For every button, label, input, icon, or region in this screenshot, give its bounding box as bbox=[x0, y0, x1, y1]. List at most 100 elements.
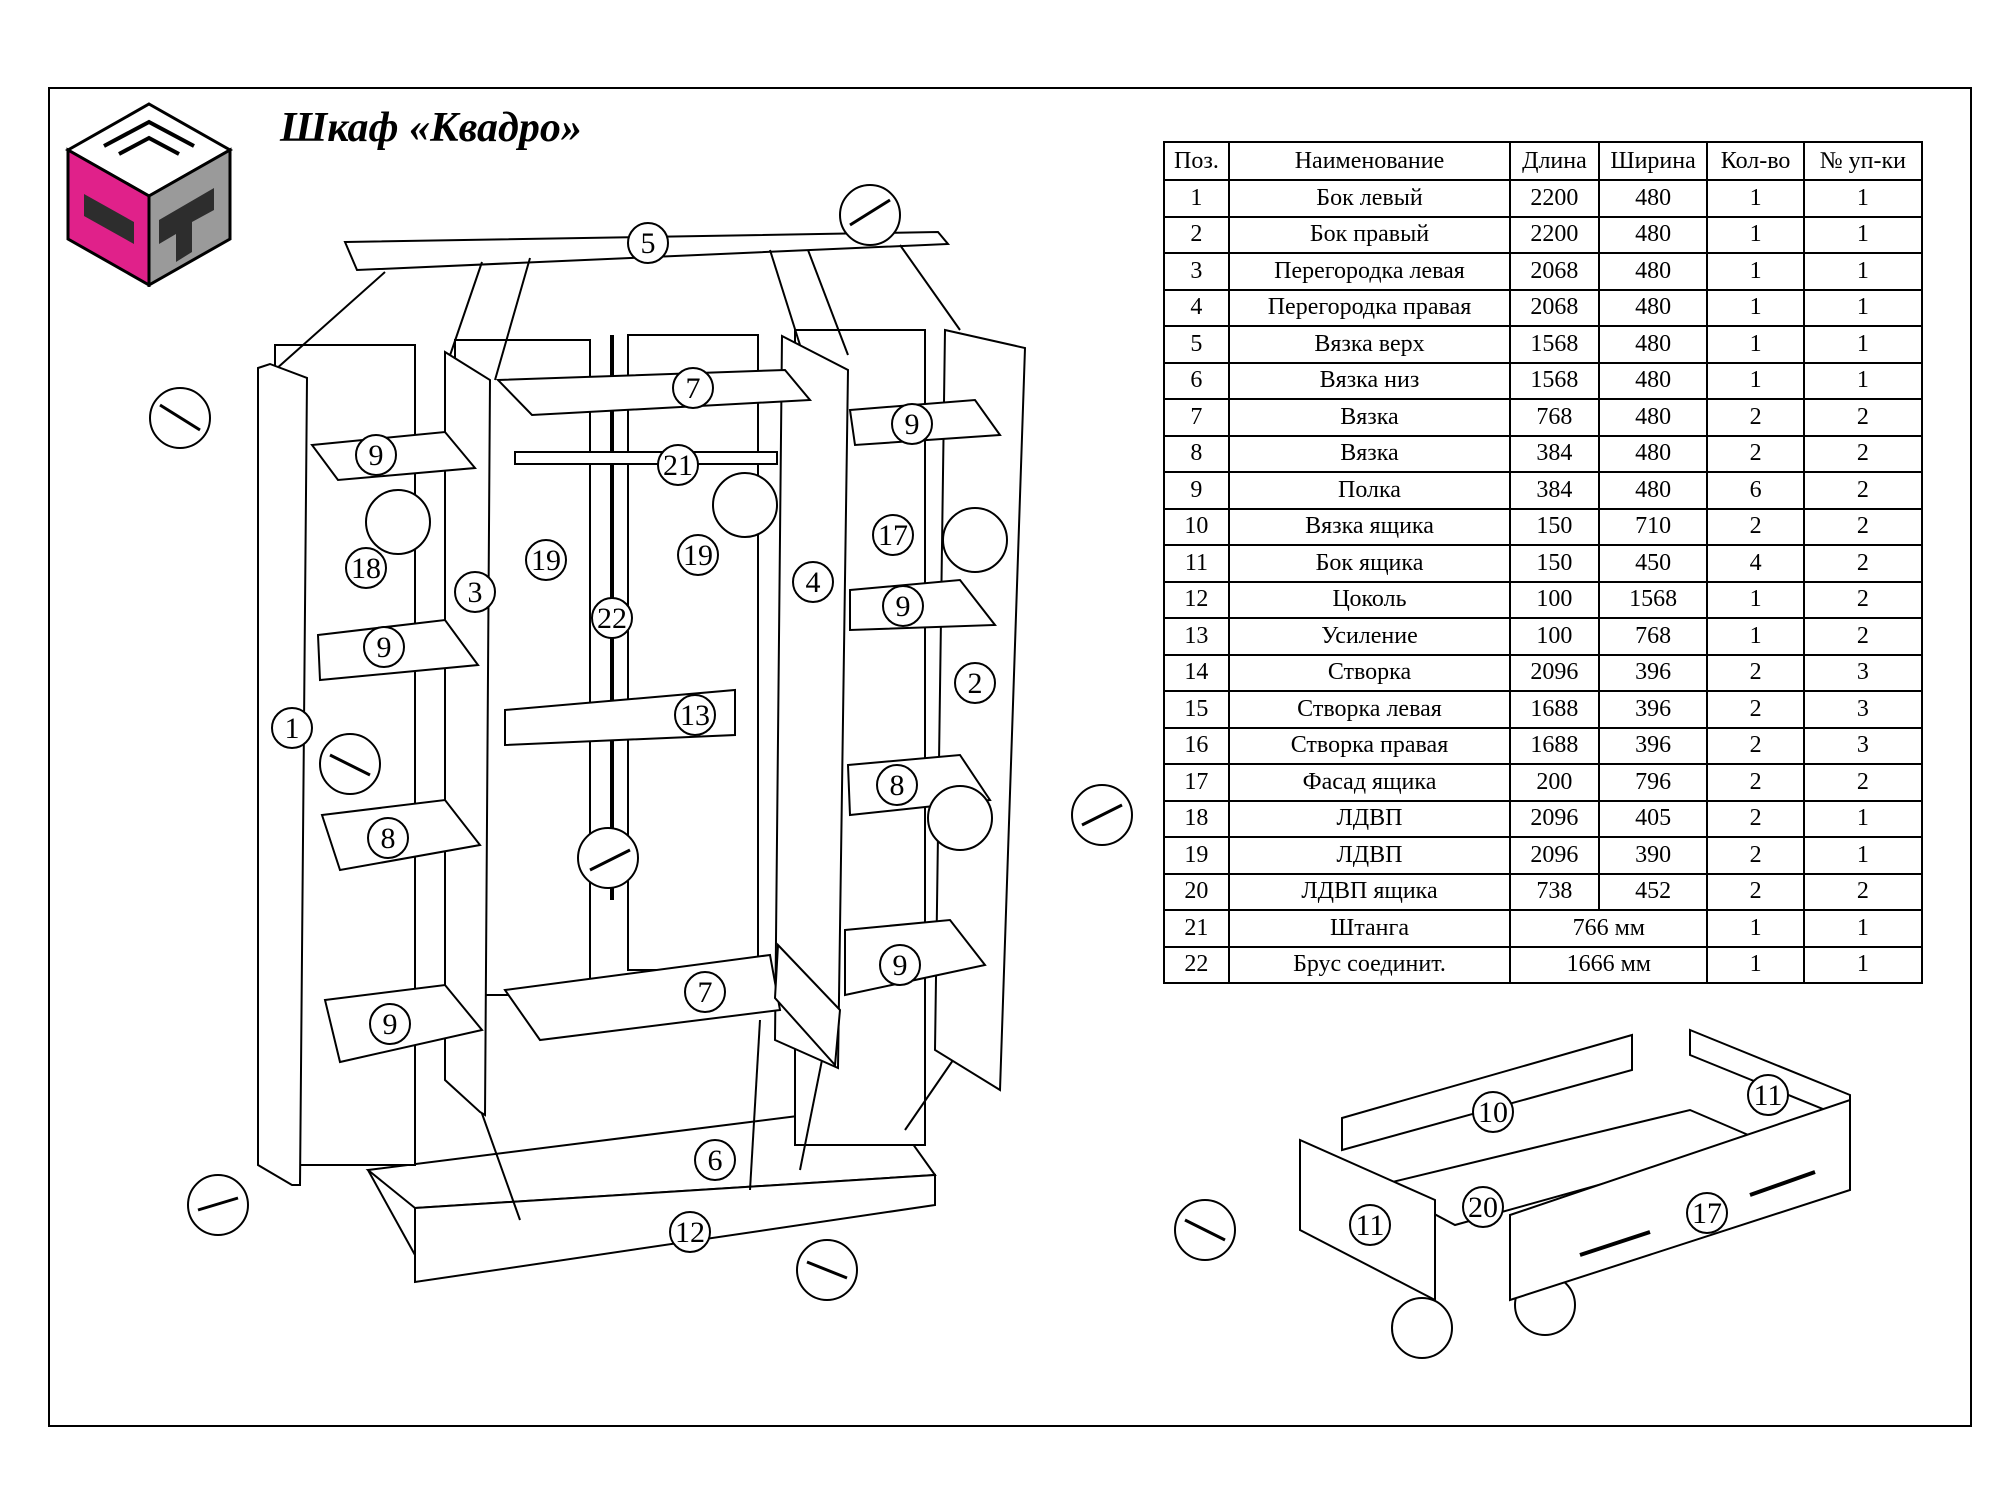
cell-pos: 20 bbox=[1163, 872, 1230, 911]
callout-p8a: 8 bbox=[367, 817, 409, 859]
cell-qty: 2 bbox=[1706, 434, 1805, 473]
cell-qty: 2 bbox=[1706, 398, 1805, 437]
cell-pos: 17 bbox=[1163, 763, 1230, 802]
callout-p9e: 9 bbox=[882, 585, 924, 627]
callout-number: 11 bbox=[1754, 1079, 1783, 1112]
callout-circle bbox=[674, 694, 716, 736]
cell-qty: 1 bbox=[1706, 179, 1805, 218]
callout-circle bbox=[271, 707, 313, 749]
cell-qty: 1 bbox=[1706, 617, 1805, 656]
callout-circle bbox=[1686, 1192, 1728, 1234]
callout-number: 3 bbox=[468, 576, 483, 609]
cell-width: 1568 bbox=[1597, 580, 1709, 619]
cell-length: 2068 bbox=[1509, 288, 1600, 327]
cell-pos: 13 bbox=[1163, 617, 1230, 656]
cell-qty: 1 bbox=[1706, 288, 1805, 327]
cell-pos: 15 bbox=[1163, 690, 1230, 729]
callout-circle bbox=[672, 367, 714, 409]
col-header-name: Наименование bbox=[1227, 141, 1512, 181]
callout-p9b: 9 bbox=[363, 626, 405, 668]
callout-number: 9 bbox=[896, 590, 911, 623]
cell-pack: 2 bbox=[1802, 580, 1924, 619]
callout-circle bbox=[369, 1003, 411, 1045]
callout-number: 17 bbox=[878, 519, 908, 552]
callout-circle bbox=[879, 944, 921, 986]
callout-circle bbox=[872, 514, 914, 556]
cell-pack: 2 bbox=[1802, 471, 1924, 510]
callout-p6: 6 bbox=[694, 1139, 736, 1181]
cell-name: Полка bbox=[1227, 471, 1512, 510]
callout-number: 11 bbox=[1356, 1209, 1385, 1242]
page-title: Шкаф «Квадро» bbox=[280, 105, 582, 151]
callout-p17: 17 bbox=[872, 514, 914, 556]
cell-pos: 2 bbox=[1163, 215, 1230, 254]
cell-length: 2096 bbox=[1509, 653, 1600, 692]
cell-pack: 2 bbox=[1802, 398, 1924, 437]
cell-name: Перегородка левая bbox=[1227, 252, 1512, 291]
part-side-left bbox=[257, 362, 309, 1186]
cell-qty: 1 bbox=[1706, 909, 1805, 948]
cell-pack: 2 bbox=[1802, 434, 1924, 473]
cell-name: Бок ящика bbox=[1227, 544, 1512, 583]
callout-number: 6 bbox=[708, 1144, 723, 1177]
cell-width: 450 bbox=[1597, 544, 1709, 583]
cell-qty: 4 bbox=[1706, 544, 1805, 583]
cell-width: 480 bbox=[1597, 252, 1709, 291]
cell-length: 2068 bbox=[1509, 252, 1600, 291]
cell-pack: 1 bbox=[1802, 288, 1924, 327]
callout-p7a: 7 bbox=[672, 367, 714, 409]
callout-p21: 21 bbox=[657, 444, 699, 486]
part-partition-left bbox=[444, 350, 492, 1117]
callout-number: 19 bbox=[683, 539, 713, 572]
callout-d10: 10 bbox=[1472, 1091, 1514, 1133]
callout-p9c: 9 bbox=[369, 1003, 411, 1045]
callout-p19b: 19 bbox=[677, 534, 719, 576]
cell-pack: 3 bbox=[1802, 653, 1924, 692]
callout-number: 4 bbox=[806, 566, 821, 599]
cell-width: 480 bbox=[1597, 288, 1709, 327]
cell-pack: 1 bbox=[1802, 252, 1924, 291]
callout-number: 9 bbox=[383, 1008, 398, 1041]
callout-circle bbox=[525, 539, 567, 581]
cell-pack: 1 bbox=[1802, 215, 1924, 254]
cell-qty: 1 bbox=[1706, 361, 1805, 400]
cell-width: 480 bbox=[1597, 398, 1709, 437]
cell-width: 390 bbox=[1597, 836, 1709, 875]
cell-qty: 1 bbox=[1706, 215, 1805, 254]
cell-pack: 3 bbox=[1802, 690, 1924, 729]
cell-pack: 1 bbox=[1802, 361, 1924, 400]
callout-circle bbox=[345, 547, 387, 589]
cell-pos: 16 bbox=[1163, 726, 1230, 765]
cell-pack: 1 bbox=[1802, 325, 1924, 364]
cell-pack: 2 bbox=[1802, 544, 1924, 583]
callout-p3: 3 bbox=[454, 571, 496, 613]
cell-name: Бок правый bbox=[1227, 215, 1512, 254]
callout-circle bbox=[355, 434, 397, 476]
cell-width: 396 bbox=[1597, 653, 1709, 692]
callout-circle bbox=[792, 561, 834, 603]
part-side-right bbox=[933, 328, 1027, 1092]
drawing-frame bbox=[48, 87, 1972, 1427]
callout-circle bbox=[363, 626, 405, 668]
callout-p9d: 9 bbox=[891, 403, 933, 445]
cell-width: 710 bbox=[1597, 507, 1709, 546]
callout-number: 8 bbox=[890, 769, 905, 802]
cell-pos: 8 bbox=[1163, 434, 1230, 473]
cell-name: Вязка верх bbox=[1227, 325, 1512, 364]
cell-name: Цоколь bbox=[1227, 580, 1512, 619]
cell-length: 1688 bbox=[1509, 690, 1600, 729]
cell-width: 480 bbox=[1597, 179, 1709, 218]
callout-circle bbox=[1747, 1074, 1789, 1116]
cell-width: 452 bbox=[1597, 872, 1709, 911]
part-partition-right bbox=[773, 334, 850, 1070]
cell-pack: 2 bbox=[1802, 617, 1924, 656]
cell-name: Бок левый bbox=[1227, 179, 1512, 218]
